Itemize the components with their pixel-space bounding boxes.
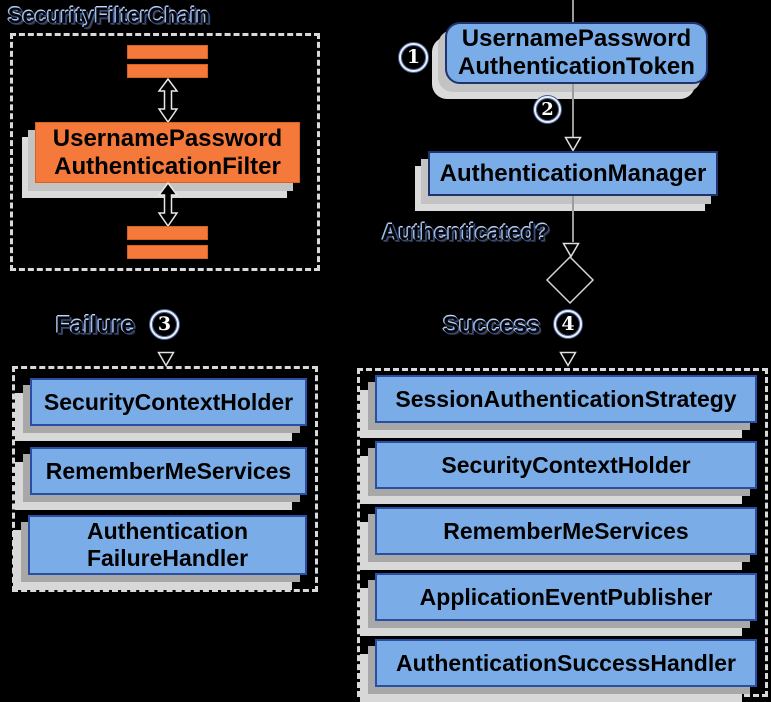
arrowhead-down-icon: [157, 351, 175, 367]
step-3-badge: 3: [150, 310, 179, 339]
filter-chain-container: [10, 33, 320, 271]
token-box-line1: UsernamePassword: [461, 25, 692, 52]
double-arrow-icon: [157, 182, 179, 227]
failure-branch-container: [12, 366, 318, 592]
flow-line: [572, 0, 574, 23]
username-password-authentication-token-box: UsernamePassword AuthenticationToken: [445, 22, 708, 84]
step-2-badge: 2: [534, 96, 561, 123]
arrowhead-down-icon: [564, 136, 582, 152]
step-1-badge: 1: [399, 43, 428, 72]
success-label: Success: [443, 312, 541, 339]
generic-filter-bar: [127, 245, 208, 259]
remember-me-services-box: RememberMeServices: [375, 507, 757, 555]
box-label: RememberMeServices: [45, 457, 292, 484]
authentication-manager-box: AuthenticationManager: [428, 151, 718, 196]
filter-box-line2: AuthenticationFilter: [54, 152, 281, 180]
success-branch-container: [357, 368, 768, 697]
manager-label: AuthenticationManager: [439, 159, 707, 187]
flow-line: [572, 84, 574, 137]
box-label: SessionAuthenticationStrategy: [395, 385, 737, 412]
application-event-publisher-box: ApplicationEventPublisher: [375, 573, 757, 621]
box-label: SecurityContextHolder: [43, 388, 294, 415]
box-label: RememberMeServices: [443, 517, 689, 544]
authenticated-question-label: Authenticated?: [382, 219, 550, 245]
double-arrow-icon: [157, 78, 179, 123]
authentication-failure-handler-box: Authentication FailureHandler: [28, 515, 307, 575]
username-password-authentication-filter-box: UsernamePassword AuthenticationFilter: [35, 122, 300, 183]
security-context-holder-box: SecurityContextHolder: [30, 378, 307, 426]
failure-label: Failure: [56, 312, 135, 339]
failure-handler-line1: Authentication: [87, 518, 248, 544]
filter-box-line1: UsernamePassword: [52, 124, 283, 152]
arrowhead-down-icon: [562, 242, 580, 258]
generic-filter-bar: [127, 64, 208, 78]
authentication-success-handler-box: AuthenticationSuccessHandler: [375, 639, 757, 687]
token-box-line2: AuthenticationToken: [458, 53, 695, 80]
security-context-holder-box: SecurityContextHolder: [375, 441, 757, 489]
decision-diamond-icon: [545, 255, 595, 305]
security-filter-chain-title: SecurityFilterChain: [8, 3, 210, 28]
arrowhead-down-icon: [559, 351, 577, 367]
step-4-badge: 4: [554, 310, 582, 338]
box-label: ApplicationEventPublisher: [419, 583, 713, 610]
generic-filter-bar: [127, 226, 208, 240]
generic-filter-bar: [127, 45, 208, 59]
box-label: SecurityContextHolder: [441, 451, 691, 478]
remember-me-services-box: RememberMeServices: [30, 447, 307, 495]
box-label: AuthenticationSuccessHandler: [396, 649, 736, 676]
failure-handler-line2: FailureHandler: [86, 545, 249, 571]
flow-line: [572, 196, 574, 242]
session-authentication-strategy-box: SessionAuthenticationStrategy: [375, 375, 757, 423]
